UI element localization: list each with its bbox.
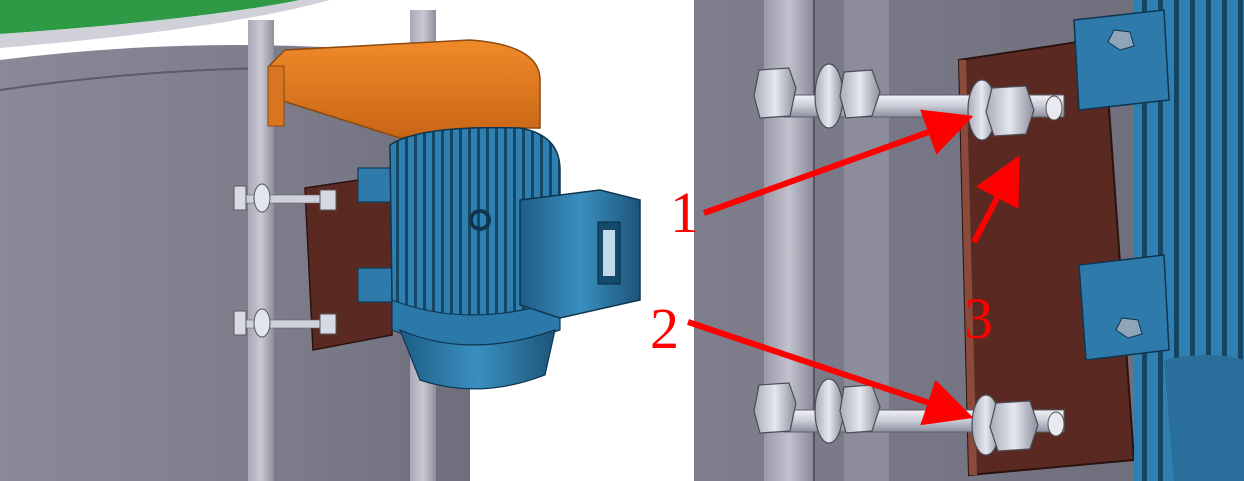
bolt-lower-detail (753, 378, 1065, 456)
electric-motor (389, 126, 641, 390)
tank-shell (0, 45, 470, 481)
bolt-lower-left (233, 308, 337, 338)
motor-assembly-drawing (0, 0, 641, 481)
nut-upper (985, 85, 1035, 137)
callout-label-3: 3 (964, 286, 993, 351)
callout-arrow-3 (971, 155, 1020, 244)
callout-label-1: 1 (670, 180, 699, 245)
tank-top-rim (0, 0, 300, 34)
callout-label-2: 2 (650, 296, 679, 361)
bolt-detail-drawing (694, 0, 1244, 481)
motor-assembly-view (0, 0, 641, 481)
callout-arrow-1 (702, 109, 974, 216)
motor-detail (1073, 0, 1244, 481)
bolt-upper-left (233, 183, 337, 213)
bolt-upper-detail (753, 63, 1065, 141)
bolt-detail-view (694, 0, 1244, 481)
nut-lower (989, 400, 1039, 452)
callout-arrow-2 (687, 319, 974, 426)
